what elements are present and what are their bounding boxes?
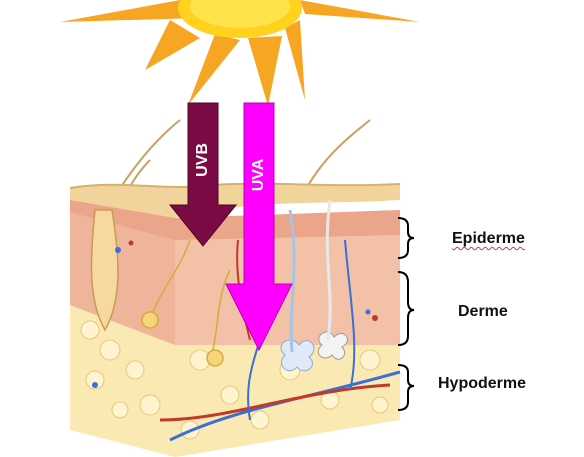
hypoderme-label: Hypoderme bbox=[438, 375, 527, 392]
epiderme-label: Epiderme bbox=[452, 230, 525, 247]
uvb-arrow: UVB bbox=[168, 102, 238, 247]
sun-icon bbox=[60, 0, 420, 106]
epiderme-bracket bbox=[397, 217, 415, 259]
derme-label: Derme bbox=[458, 303, 508, 320]
bracket-icon bbox=[397, 217, 415, 411]
uva-label: UVA bbox=[250, 158, 267, 191]
uva-arrow: UVA bbox=[225, 102, 293, 352]
hypoderme-bracket bbox=[397, 364, 415, 411]
skin-cross-section bbox=[69, 182, 401, 457]
derme-bracket bbox=[397, 271, 415, 346]
uvb-label: UVB bbox=[194, 143, 211, 177]
